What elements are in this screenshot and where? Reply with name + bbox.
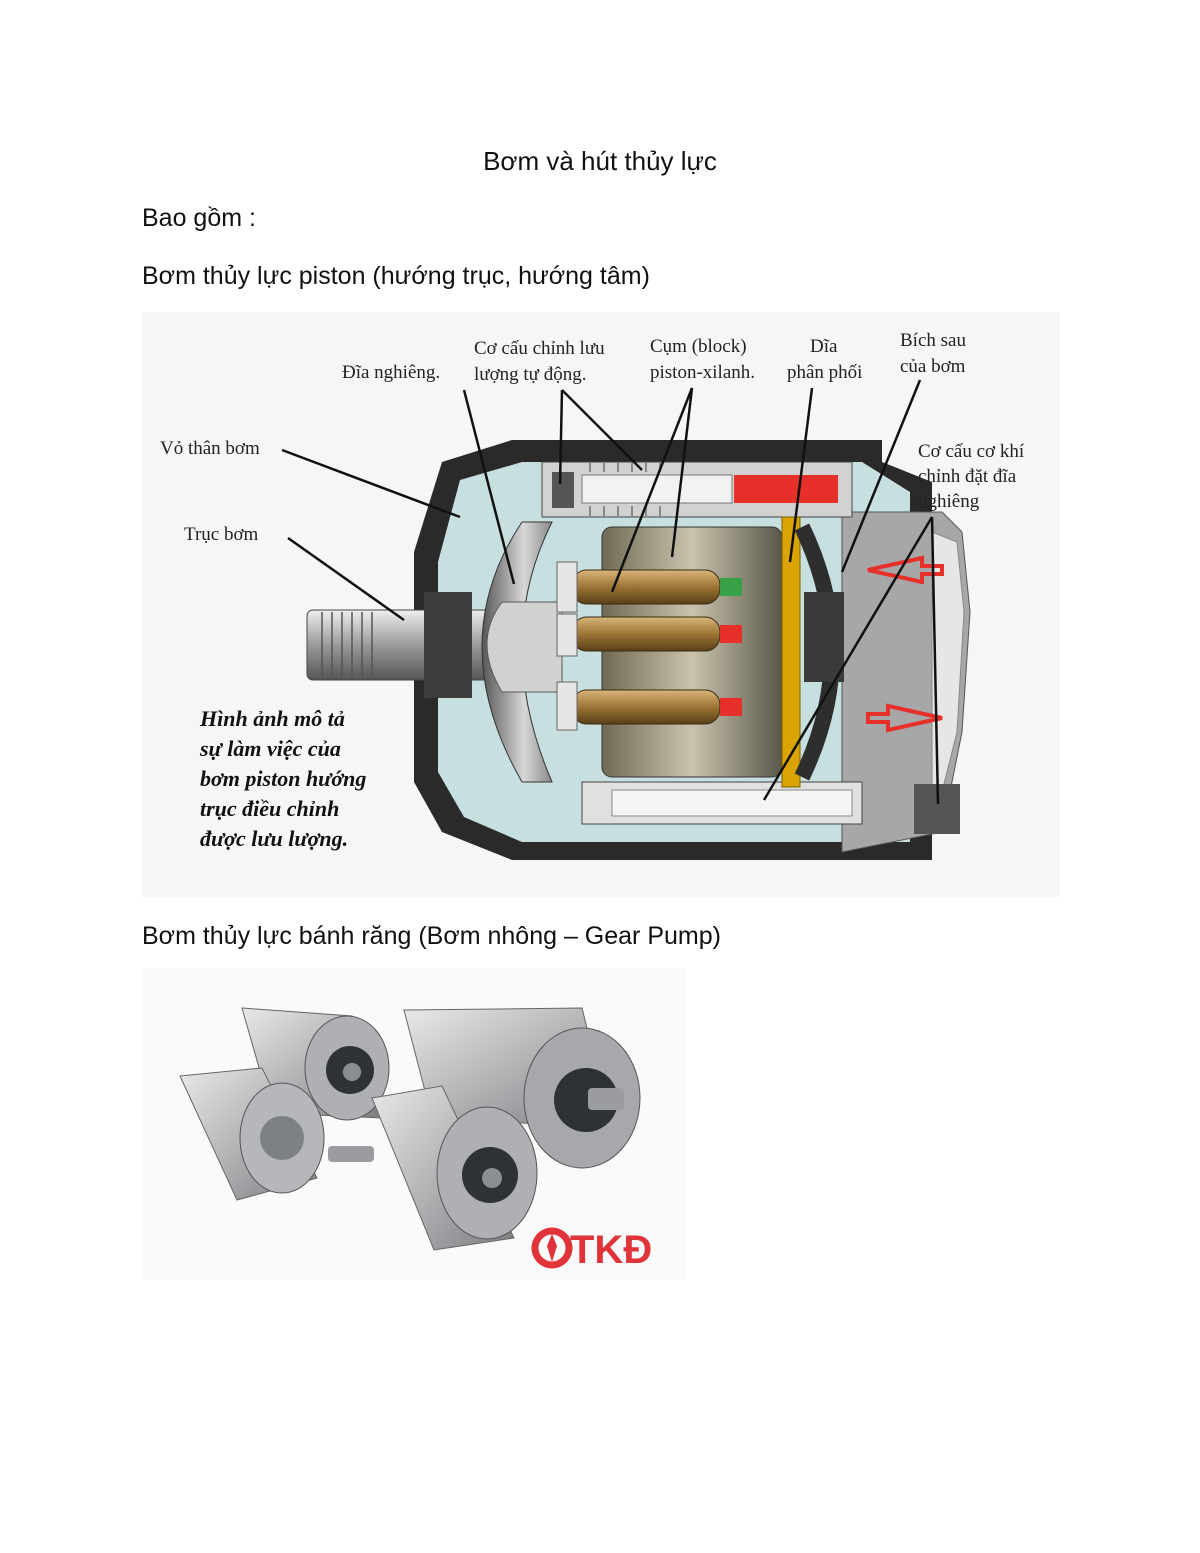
label-mech-adjust-3: nghiêng <box>918 491 980 512</box>
label-housing: Vỏ thân bơm <box>160 438 260 459</box>
control-piston-red <box>734 475 838 503</box>
pistons <box>556 561 742 731</box>
caption-line-5: được lưu lượng. <box>200 826 348 851</box>
gear-pumps-photo: TKĐ <box>142 968 687 1280</box>
label-swash-plate: Đĩa nghiêng. <box>342 362 440 383</box>
tkd-logo: TKĐ <box>531 1227 652 1272</box>
label-distributor-1: Dĩa <box>810 336 838 357</box>
label-flow-control-1: Cơ cấu chỉnh lưu <box>474 338 605 359</box>
cylinder-block <box>601 526 783 778</box>
intro-text: Bao gồm : <box>142 204 256 232</box>
logo-text: TKĐ <box>570 1228 652 1272</box>
label-rear-flange-2: của bơm <box>900 356 966 377</box>
gear-pump-front-center <box>328 1085 538 1251</box>
gear-pump-back-right <box>403 1007 641 1169</box>
caption-line-1: Hình ảnh mô tả <box>199 706 345 731</box>
leader-lines <box>281 379 940 805</box>
flow-arrows <box>866 555 944 733</box>
piston-pump-diagram: Đĩa nghiêng. Cơ cấu chỉnh lưu lượng tự đ… <box>142 312 1060 897</box>
distributor-plate <box>781 516 801 788</box>
caption-line-2: sự làm việc của <box>199 736 341 761</box>
label-rear-flange-1: Bích sau <box>900 330 966 351</box>
label-block-2: piston-xilanh. <box>650 362 755 383</box>
label-mech-adjust-2: chỉnh đặt đĩa <box>918 466 1017 487</box>
label-mech-adjust-1: Cơ cấu cơ khí <box>918 441 1025 462</box>
label-block-1: Cụm (block) <box>650 336 747 357</box>
gear-pump-front-left <box>179 1067 325 1201</box>
label-distributor-2: phân phối <box>787 362 862 383</box>
section-heading-gear-pump: Bơm thủy lực bánh răng (Bơm nhông – Gear… <box>142 922 721 950</box>
caption-line-3: bơm piston hướng <box>200 766 366 791</box>
page-title: Bơm và hút thủy lực <box>483 146 717 176</box>
label-flow-control-2: lượng tự động. <box>474 364 586 385</box>
label-shaft: Trục bơm <box>184 524 258 545</box>
caption-line-4: trục điều chỉnh <box>200 796 339 821</box>
section-heading-piston-pump: Bơm thủy lực piston (hướng trục, hướng t… <box>142 262 650 290</box>
